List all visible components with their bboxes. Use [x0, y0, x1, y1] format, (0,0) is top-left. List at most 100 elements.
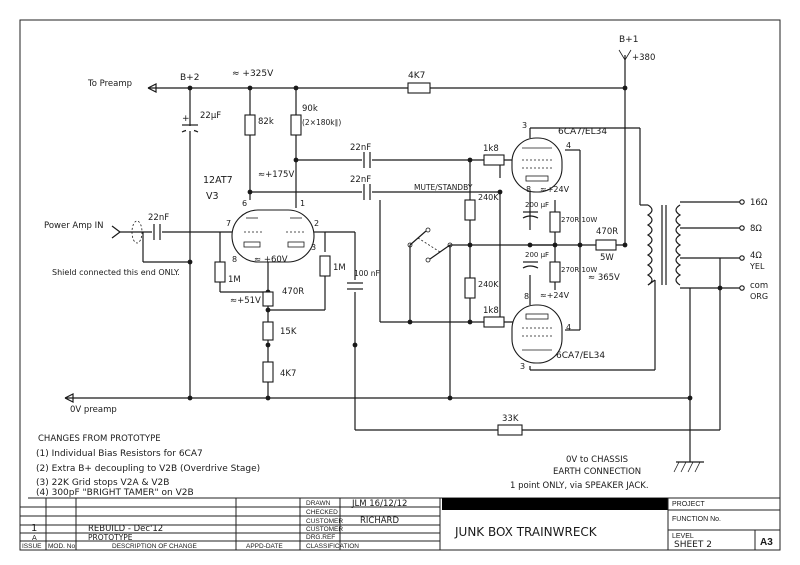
changes-list: CHANGES FROM PROTOTYPE (1) Individual Bi…	[36, 434, 260, 498]
label-22nf-input: 22nF	[148, 213, 169, 223]
label-270r-a: 270R 10W	[561, 216, 597, 224]
label-pin-4b: 4	[566, 323, 571, 332]
input-jack	[111, 220, 143, 244]
customer-label-2: CUSTOMER	[306, 526, 343, 533]
resistor-240k-a	[464, 199, 476, 221]
label-22uf: 22μF	[200, 111, 221, 121]
resistor-15k	[262, 321, 274, 341]
label-b2: B+2	[180, 73, 199, 83]
label-4k7-bottom: 4K7	[280, 369, 296, 379]
output-transformer	[640, 204, 682, 286]
label-mute-standby: MUTE/STANDBY	[414, 183, 473, 192]
changes-heading: CHANGES FROM PROTOTYPE	[38, 434, 161, 444]
resistor-33k	[497, 424, 523, 436]
rev-issue-header: ISSUE	[22, 543, 42, 550]
label-470r: 470R	[282, 287, 304, 297]
label-out-com: com	[750, 281, 768, 291]
changes-item-3: (3) 22K Grid stops V2A & V2B	[36, 478, 169, 488]
capacitor-22nf-input	[152, 224, 162, 240]
label-pin-3b: 3	[520, 362, 525, 371]
rev-appd-header: APPD-DATE	[246, 543, 283, 550]
label-pin-6: 6	[242, 199, 247, 208]
label-6ca7-top: 6CA7/EL34	[558, 127, 607, 137]
label-270r-b: 270R 10W	[561, 266, 597, 274]
label-out-yel: YEL	[749, 262, 765, 271]
junction-dots	[187, 85, 723, 401]
rev-desc-header: DESCRIPTION OF CHANGE	[112, 543, 198, 550]
resistor-470r-5w	[595, 239, 617, 251]
schematic-labels: To Preamp B+2 ≈ +325V 4K7 B+1 +380 22μF …	[44, 35, 768, 491]
label-175v: ≈+175V	[258, 170, 294, 180]
label-out-org: ORG	[750, 292, 768, 301]
label-v3: V3	[206, 191, 219, 202]
label-pin-2: 2	[314, 219, 319, 228]
changes-item-1: (1) Individual Bias Resistors for 6CA7	[36, 449, 203, 459]
drawn-value: JLM 16/12/12	[351, 499, 407, 509]
label-pin-3a: 3	[522, 121, 527, 130]
resistor-82k	[244, 114, 256, 136]
label-power-amp-in: Power Amp IN	[44, 221, 103, 231]
capacitor-22uf: +	[181, 114, 199, 133]
label-to-preamp: To Preamp	[87, 79, 132, 89]
label-90k: 90k	[302, 104, 318, 114]
label-b1-voltage: +380	[632, 53, 655, 63]
resistor-1m-a	[214, 261, 226, 283]
rev-desc-line-2: PROTOTYPE	[88, 533, 133, 542]
sheet-border	[19, 19, 781, 551]
title-block: ISSUE MOD. No. DESCRIPTION OF CHANGE APP…	[20, 498, 780, 550]
sheet-size: A3	[760, 537, 773, 548]
rev-desc-line-1: REBUILD - Dec'12	[88, 524, 163, 534]
label-24v-bottom: ≈+24V	[540, 291, 570, 300]
label-15k: 15K	[280, 327, 297, 337]
chassis-note-line-2: EARTH CONNECTION	[553, 467, 641, 477]
label-b1: B+1	[619, 35, 638, 45]
label-240k-a: 240K	[478, 193, 499, 202]
checked-label: CHECKED	[306, 509, 338, 516]
label-365v: ≈ 365V	[588, 273, 620, 283]
resistor-90k	[290, 114, 302, 136]
redaction-bar	[442, 498, 668, 510]
label-1k8-a: 1k8	[483, 144, 499, 154]
label-12at7: 12AT7	[203, 175, 233, 186]
chassis-note-line-1: 0V to CHASSIS	[566, 455, 628, 465]
label-out-16: 16Ω	[750, 198, 768, 208]
resistor-240k-b	[464, 277, 476, 299]
chassis-note-line-3: 1 point ONLY, via SPEAKER JACK.	[510, 481, 649, 491]
capacitor-100nf	[347, 280, 363, 292]
rev-mod-header: MOD. No.	[48, 543, 77, 550]
label-4k7-top: 4K7	[408, 71, 425, 81]
drawn-label: DRAWN	[306, 500, 331, 507]
label-200uf-b: 200 μF	[525, 251, 549, 259]
label-200uf-a: 200 μF	[525, 201, 549, 209]
label-470r-5w: 470R	[596, 227, 618, 237]
label-out-8: 8Ω	[750, 224, 762, 234]
tube-6ca7-top	[511, 137, 563, 193]
drawing-title: JUNK BOX TRAINWRECK	[454, 525, 598, 539]
label-100nf: 100 nF	[354, 269, 380, 278]
label-pin-7: 7	[226, 219, 231, 228]
resistor-4k7-bottom	[262, 361, 274, 383]
label-1m-a: 1M	[228, 275, 241, 285]
label-82k: 82k	[258, 117, 274, 127]
label-shield-note: Shield connected this end ONLY.	[52, 268, 180, 277]
capacitor-22nf-a	[362, 152, 372, 168]
label-pin-8b: 8	[524, 292, 529, 301]
sheet-value: SHEET 2	[674, 540, 712, 550]
drg-ref-label: DRG.REF	[306, 534, 335, 541]
mute-standby-switch	[407, 227, 453, 263]
label-pin-8a: 8	[526, 185, 531, 194]
tube-6ca7-bottom	[511, 304, 563, 364]
resistor-470r-cathode	[262, 291, 274, 307]
label-240k-b: 240K	[478, 280, 499, 289]
customer-label-1: CUSTOMER	[306, 518, 343, 525]
resistor-1k8-a	[483, 154, 505, 166]
customer-value: RICHARD	[360, 516, 399, 526]
resistor-270r-a	[549, 211, 561, 233]
capacitor-22nf-b	[362, 184, 372, 200]
resistor-4k7-top	[407, 82, 431, 94]
label-out-4: 4Ω	[750, 251, 762, 261]
function-label: FUNCTION No.	[672, 516, 721, 523]
wiring	[64, 49, 740, 473]
classification-label: CLASSIFICATION	[306, 543, 359, 550]
